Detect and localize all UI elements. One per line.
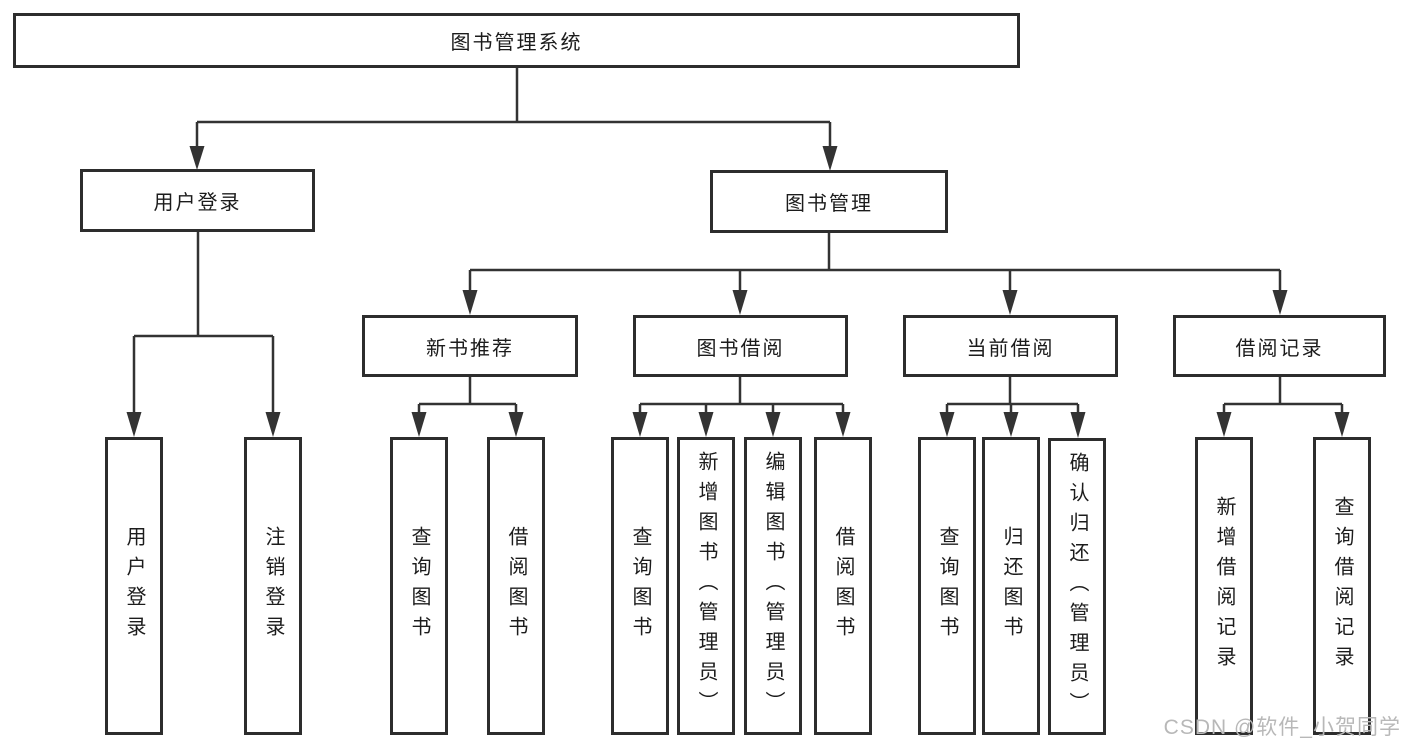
node-leaf-add-borrow-record: 新增借阅记录	[1195, 437, 1253, 735]
leaf-label: 注销登录	[262, 526, 284, 646]
leaf-label: 确认归还（管理员）	[1066, 451, 1088, 722]
leaf-label: 查询图书	[629, 526, 651, 646]
node-borrowing-records: 借阅记录	[1173, 315, 1386, 377]
node-root-library-system: 图书管理系统	[13, 13, 1020, 68]
leaf-label: 归还图书	[1000, 526, 1022, 646]
node-book-management-branch: 图书管理	[710, 170, 948, 233]
leaf-label: 借阅图书	[832, 526, 854, 646]
node-leaf-edit-books-admin: 编辑图书（管理员）	[744, 437, 802, 735]
node-leaf-query-books-borrowing: 查询图书	[611, 437, 669, 735]
leaf-label: 查询图书	[408, 526, 430, 646]
node-new-book-recommend: 新书推荐	[362, 315, 578, 377]
leaf-label: 查询借阅记录	[1331, 496, 1353, 676]
leaf-label: 新增借阅记录	[1213, 496, 1235, 676]
node-leaf-return-books: 归还图书	[982, 437, 1040, 735]
node-book-borrowing: 图书借阅	[633, 315, 848, 377]
leaf-label: 用户登录	[123, 526, 145, 646]
node-user-login-branch: 用户登录	[80, 169, 315, 232]
node-leaf-confirm-return-admin: 确认归还（管理员）	[1048, 438, 1106, 735]
leaf-label: 借阅图书	[505, 526, 527, 646]
node-leaf-add-books-admin: 新增图书（管理员）	[677, 437, 735, 735]
node-current-borrowing: 当前借阅	[903, 315, 1118, 377]
node-leaf-query-borrow-record: 查询借阅记录	[1313, 437, 1371, 735]
node-leaf-logout: 注销登录	[244, 437, 302, 735]
leaf-label: 编辑图书（管理员）	[762, 451, 784, 721]
leaf-label: 查询图书	[936, 526, 958, 646]
node-leaf-borrow-books-borrowing: 借阅图书	[814, 437, 872, 735]
node-leaf-query-books-current: 查询图书	[918, 437, 976, 735]
node-leaf-borrow-books-recommend: 借阅图书	[487, 437, 545, 735]
node-leaf-user-login: 用户登录	[105, 437, 163, 735]
leaf-label: 新增图书（管理员）	[695, 451, 717, 721]
node-leaf-query-books-recommend: 查询图书	[390, 437, 448, 735]
